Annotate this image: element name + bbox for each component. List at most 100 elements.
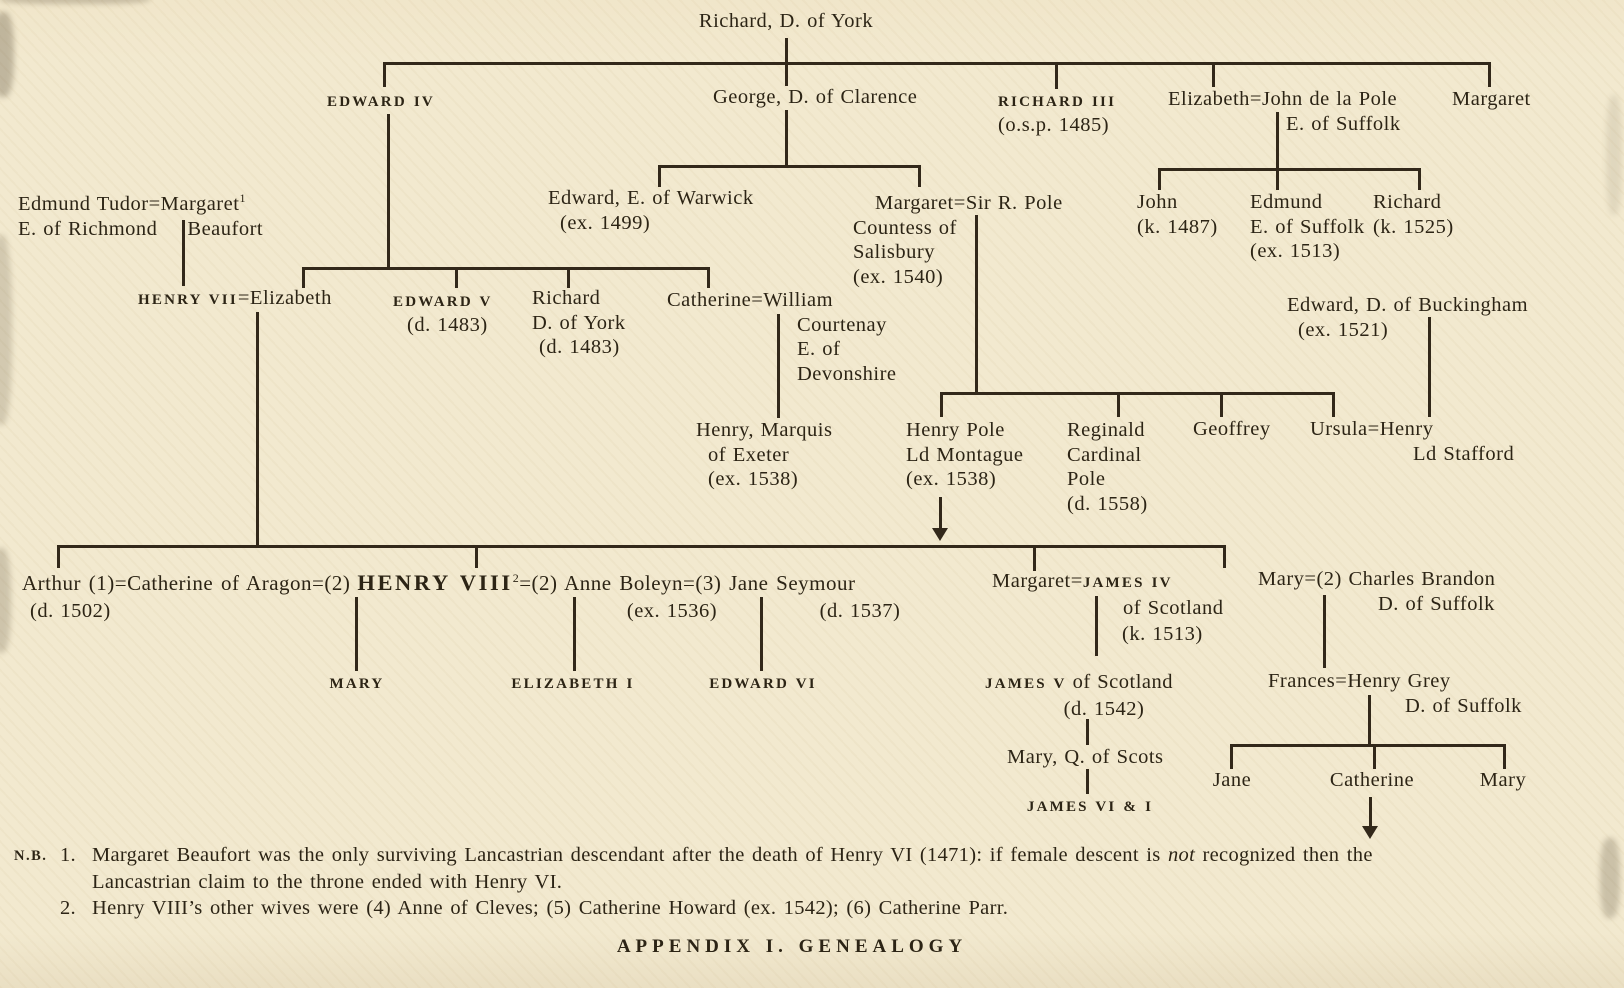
person-margaret-pole-and-sir-r-pole: Margaret=Sir R. Pole Countess of Salisbu… [853, 192, 1063, 288]
person-frances-and-henry-grey: Frances=Henry Grey D. of Suffolk [1268, 670, 1522, 717]
tree-line [658, 165, 661, 187]
person-john-de-la-pole-son: John (k. 1487) [1137, 191, 1218, 238]
tree-line [785, 62, 788, 86]
tree-line [1230, 744, 1506, 747]
note-ref-2: 2 [512, 571, 520, 585]
tree-line [57, 545, 1226, 548]
person-geoffrey-pole: Geoffrey [1193, 418, 1271, 440]
person-henry-vii-and-elizabeth: HENRY VII=Elizabeth [138, 287, 332, 309]
tree-line [383, 62, 386, 87]
person-edward-earl-of-warwick: Edward, E. of Warwick (ex. 1499) [548, 187, 754, 234]
person-mary-queen-of-scots: Mary, Q. of Scots [1007, 746, 1164, 768]
tree-line [1373, 744, 1376, 769]
show-through-mark [0, 235, 12, 425]
person-richard-iii: RICHARD III (o.s.p. 1485) [998, 94, 1117, 136]
death-note: (k. 1525) [1373, 215, 1454, 238]
death-note: (ex. 1521) [1298, 318, 1389, 341]
death-note: (ex. 1540) [853, 265, 944, 288]
tree-line [302, 267, 710, 270]
person-henry-viii-marriages-row: Arthur (1)=Catherine of Aragon=(2)HENRY … [22, 570, 856, 595]
tree-line [57, 545, 60, 568]
tree-line [1230, 744, 1233, 769]
tree-line [302, 267, 305, 288]
tree-line [387, 114, 390, 267]
death-note: (d. 1483) [407, 313, 488, 336]
person-edward-v: EDWARD V (d. 1483) [393, 294, 493, 336]
tree-line [1086, 719, 1089, 745]
death-note: (o.s.p. 1485) [998, 113, 1110, 136]
person-george-duke-of-clarence: George, D. of Clarence [713, 86, 918, 108]
person-edward-duke-of-buckingham: Edward, D. of Buckingham (ex. 1521) [1287, 294, 1529, 341]
death-note-james-iv: (k. 1513) [1122, 623, 1203, 645]
person-mary-i: MARY [329, 676, 385, 692]
death-note-james-v: (d. 1542) [1063, 698, 1145, 720]
person-richard-duke-of-york-younger: Richard D. of York (d. 1483) [532, 287, 626, 359]
appendix-title: APPENDIX I. GENEALOGY [616, 936, 968, 957]
person-margaret-and-james-iv: Margaret=JAMES IV [992, 570, 1173, 592]
tree-line [975, 215, 978, 392]
tree-line [573, 597, 576, 671]
tree-line [1368, 695, 1371, 744]
tree-line [256, 312, 259, 545]
death-note-arthur: (d. 1502) [30, 600, 111, 622]
tree-line [940, 392, 1335, 395]
person-jane-grey: Jane [1212, 769, 1252, 791]
tree-line [1418, 168, 1421, 190]
person-james-vi-and-i: JAMES VI & I [1026, 799, 1154, 815]
tree-line [1158, 168, 1161, 190]
person-henry-marquis-of-exeter: Henry, Marquis of Exeter (ex. 1538) [696, 419, 833, 491]
james-iv-of-scotland: of Scotland [1123, 597, 1224, 619]
tree-line [1503, 744, 1506, 769]
death-note: (d. 1558) [1067, 492, 1148, 515]
death-note: (d. 1483) [539, 336, 620, 359]
nb-label: N.B. [14, 848, 48, 864]
person-elizabeth-and-john-de-la-pole: Elizabeth=John de la Pole E. of Suffolk [1168, 88, 1401, 135]
person-catherine-and-william-courtenay: Catherine=William Courtenay E. of Devons… [667, 289, 897, 385]
tree-line [1332, 392, 1335, 417]
person-edward-vi: EDWARD VI [709, 676, 817, 692]
descent-arrow-montague [932, 528, 948, 541]
death-note: (k. 1487) [1137, 215, 1218, 238]
note-2-number: 2. [60, 897, 76, 919]
tree-line [940, 392, 943, 417]
person-elizabeth-i: ELIZABETH I [511, 676, 635, 692]
note-1-line-1: Margaret Beaufort was the only surviving… [92, 844, 1373, 866]
tree-line [1276, 168, 1279, 190]
note-2-text: Henry VIII’s other wives were (4) Anne o… [92, 897, 1009, 919]
tree-line [785, 38, 788, 63]
tree-line [475, 545, 478, 568]
tree-line [1276, 112, 1279, 168]
descent-arrow-montague-shaft [939, 497, 942, 529]
person-edward-iv: EDWARD IV [327, 94, 435, 110]
person-margaret-of-york: Margaret [1452, 88, 1531, 110]
tree-line [383, 62, 1491, 65]
tree-line [918, 165, 921, 187]
tree-line [355, 597, 358, 671]
title-note: E. of Suffolk [1286, 112, 1401, 135]
person-mary-and-charles-brandon: Mary=(2) Charles Brandon D. of Suffolk [1258, 568, 1496, 615]
person-ursula-and-henry-stafford: Ursula=Henry Ld Stafford [1310, 418, 1515, 465]
descent-arrow-catherine-grey-shaft [1369, 797, 1372, 827]
person-henry-pole-lord-montague: Henry Pole Ld Montague (ex. 1538) [906, 419, 1024, 491]
show-through-mark [0, 548, 11, 653]
tree-line [1055, 62, 1058, 89]
tree-line [1428, 317, 1431, 417]
show-through-mark [0, 12, 14, 97]
tree-line [760, 597, 763, 671]
tree-line [1212, 62, 1215, 87]
tree-line [707, 267, 710, 288]
emphasis-not: not [1167, 844, 1196, 866]
person-edmund-earl-of-suffolk: Edmund E. of Suffolk (ex. 1513) [1250, 191, 1365, 263]
tree-line [1220, 392, 1223, 417]
tree-line [785, 110, 788, 165]
death-note: (ex. 1499) [560, 211, 651, 234]
person-reginald-cardinal-pole: Reginald Cardinal Pole (d. 1558) [1067, 419, 1148, 515]
death-note: (ex. 1513) [1250, 240, 1341, 263]
person-richard-duke-of-york: Richard, D. of York [698, 10, 874, 32]
tree-line [1086, 769, 1089, 794]
tree-line [1488, 62, 1491, 87]
